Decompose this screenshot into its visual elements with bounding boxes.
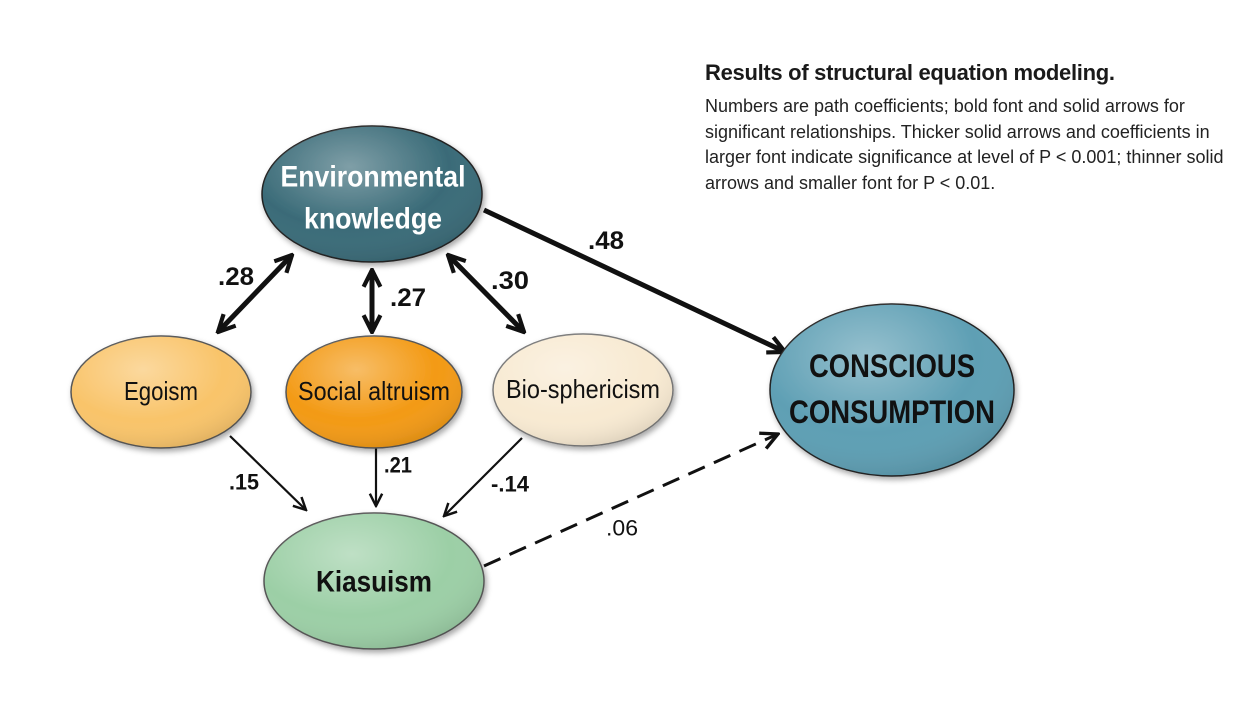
caption-title: Results of structural equation modeling.	[705, 60, 1115, 85]
node-label-environmental-knowledge-line1: Environmental	[281, 161, 466, 194]
node-label-egoism: Egoism	[124, 376, 198, 406]
coef-kiasuism-conscious-consumption: .06	[606, 516, 638, 541]
node-shine	[262, 126, 482, 262]
node-label-conscious-consumption-line2: CONSUMPTION	[789, 394, 995, 430]
arrow-ek-conscious-consumption	[482, 207, 785, 352]
arrow-ek-bio-sphericism	[448, 255, 524, 332]
node-shine	[71, 336, 251, 448]
node-environmental-knowledge	[261, 125, 483, 263]
path-arrows	[218, 207, 785, 568]
coef-ek-social-altruism: .27	[390, 284, 426, 312]
node-bio-sphericism	[492, 333, 674, 447]
node-shine	[264, 513, 484, 649]
arrow-bio-sphericism-kiasuism	[444, 437, 523, 516]
coef-bio-sphericism-kiasuism: -.14	[491, 472, 530, 497]
coef-ek-bio-sphericism: .30	[491, 267, 529, 295]
arrow-ek-egoism	[218, 255, 292, 332]
node-kiasuism	[263, 512, 485, 650]
node-conscious-consumption	[769, 303, 1015, 477]
coef-ek-conscious-consumption: .48	[588, 227, 624, 255]
caption: Results of structural equation modeling.…	[705, 60, 1225, 196]
arrow-kiasuism-conscious-consumption	[483, 434, 778, 568]
coef-social-altruism-kiasuism: .21	[384, 453, 412, 478]
node-social-altruism	[285, 335, 463, 449]
node-shine	[493, 334, 673, 446]
node-label-bio-sphericism: Bio-sphericism	[506, 374, 660, 404]
node-shine	[770, 304, 1014, 476]
coef-ek-egoism: .28	[218, 263, 254, 291]
node-label-environmental-knowledge-line2: knowledge	[304, 203, 442, 236]
caption-body: Numbers are path coefficients; bold font…	[705, 96, 1224, 193]
node-shine	[286, 336, 462, 448]
node-label-conscious-consumption-line1: CONSCIOUS	[809, 348, 975, 384]
node-label-social-altruism: Social altruism	[298, 376, 450, 406]
arrow-egoism-kiasuism	[229, 435, 306, 510]
node-label-kiasuism: Kiasuism	[316, 566, 432, 599]
coef-egoism-kiasuism: .15	[229, 470, 259, 495]
node-egoism	[70, 335, 252, 449]
